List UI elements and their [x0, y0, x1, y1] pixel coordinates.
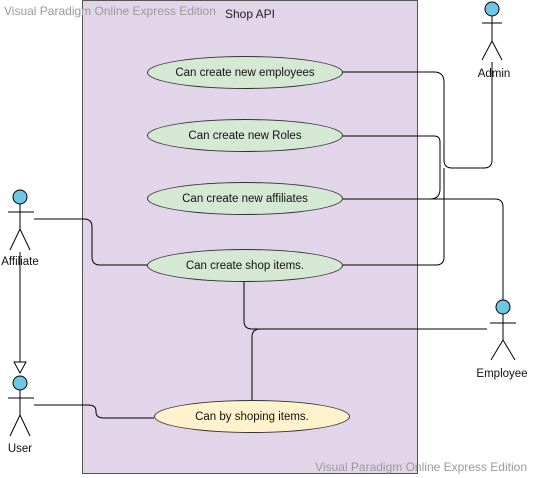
system-title: Shop API — [224, 7, 276, 21]
watermark-bottom: Visual Paradigm Online Express Edition — [315, 460, 527, 474]
usecase-create-roles[interactable]: Can create new Roles — [147, 119, 343, 152]
actor-label-employee: Employee — [476, 368, 528, 380]
usecase-buy-shop-items[interactable]: Can by shoping items. — [154, 400, 350, 433]
actor-label-admin: Admin — [477, 68, 511, 80]
usecase-create-affiliates[interactable]: Can create new affiliates — [147, 182, 343, 215]
actor-label-affiliate: Affiliate — [1, 256, 39, 268]
actor-label-user: User — [7, 443, 33, 455]
watermark-top: Visual Paradigm Online Express Edition — [4, 4, 216, 18]
usecase-create-employees[interactable]: Can create new employees — [147, 56, 343, 89]
usecase-create-shop-items[interactable]: Can create shop items. — [147, 249, 343, 282]
